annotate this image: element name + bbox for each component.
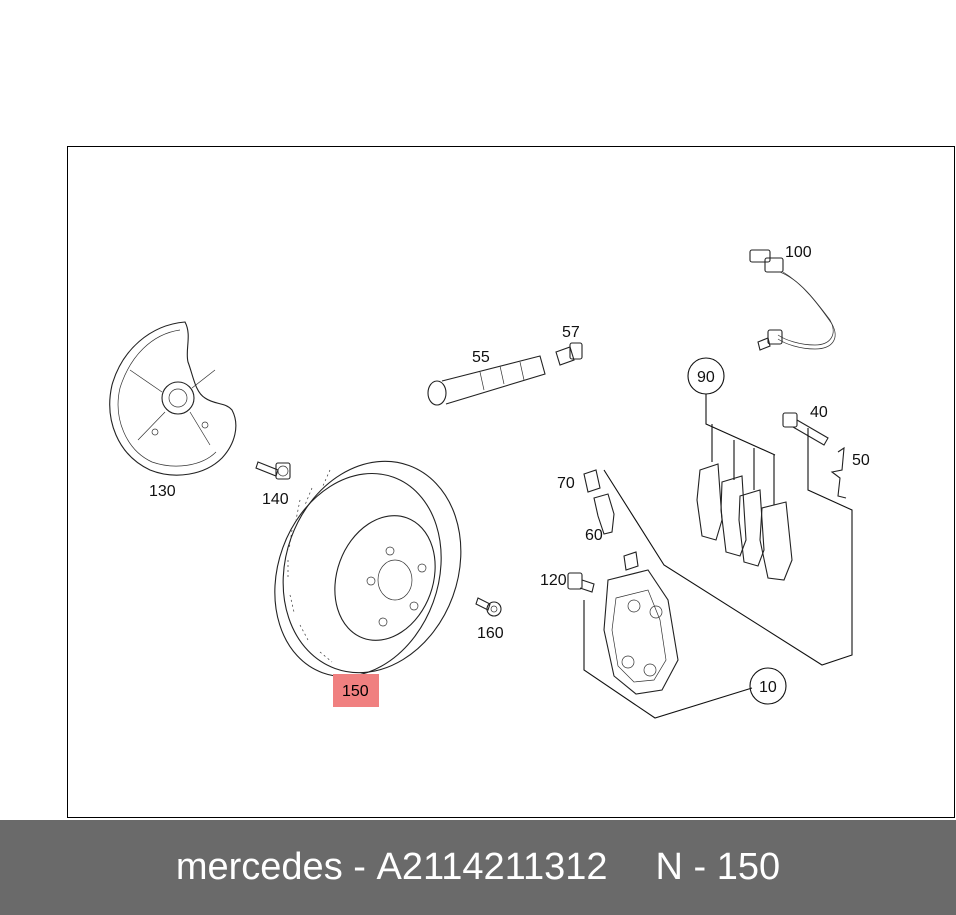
spring-clip-part[interactable] <box>830 446 847 499</box>
brake-pads-part[interactable] <box>696 463 793 581</box>
callout-60: 60 <box>585 527 603 544</box>
parts-diagram: 130 140 150 160 55 57 <box>109 244 870 719</box>
callout-55: 55 <box>472 349 490 366</box>
brake-disc-part[interactable] <box>247 436 489 700</box>
brake-caliper-part[interactable] <box>603 551 679 695</box>
callout-150: 150 <box>342 683 369 700</box>
dust-shield-part[interactable] <box>109 321 237 476</box>
callout-130: 130 <box>149 483 176 500</box>
callout-160: 160 <box>477 625 504 642</box>
bolt-57-part[interactable] <box>555 342 583 366</box>
callout-90: 90 <box>697 369 715 386</box>
ref-separator: - <box>693 846 707 888</box>
caption-separator: - <box>353 846 366 888</box>
ref-number: 150 <box>716 846 781 888</box>
bleed-cap-part[interactable] <box>583 469 601 493</box>
callout-70: 70 <box>557 475 575 492</box>
callout-150-highlight <box>333 674 379 707</box>
callout-140: 140 <box>262 491 289 508</box>
brand-name: mercedes <box>175 846 343 888</box>
diagram-frame <box>67 146 955 818</box>
bolt-160-part[interactable] <box>475 597 502 617</box>
callout-40: 40 <box>810 404 828 421</box>
bolt-140-part[interactable] <box>255 461 291 480</box>
callout-10-circle <box>749 667 787 705</box>
ref-prefix: N <box>655 846 683 888</box>
callout-10: 10 <box>759 679 777 696</box>
guide-pin-part[interactable] <box>427 355 546 406</box>
bleed-screw-part[interactable] <box>593 493 615 535</box>
callout-120: 120 <box>540 572 567 589</box>
part-number-caption: mercedes - A2114211312 N - 150 <box>0 820 956 915</box>
wear-sensor-part[interactable] <box>749 249 836 351</box>
callout-57: 57 <box>562 324 580 341</box>
callout-50: 50 <box>852 452 870 469</box>
part-number: A2114211312 <box>376 846 608 888</box>
bolt-120-part[interactable] <box>567 572 595 593</box>
callout-100: 100 <box>785 244 812 261</box>
